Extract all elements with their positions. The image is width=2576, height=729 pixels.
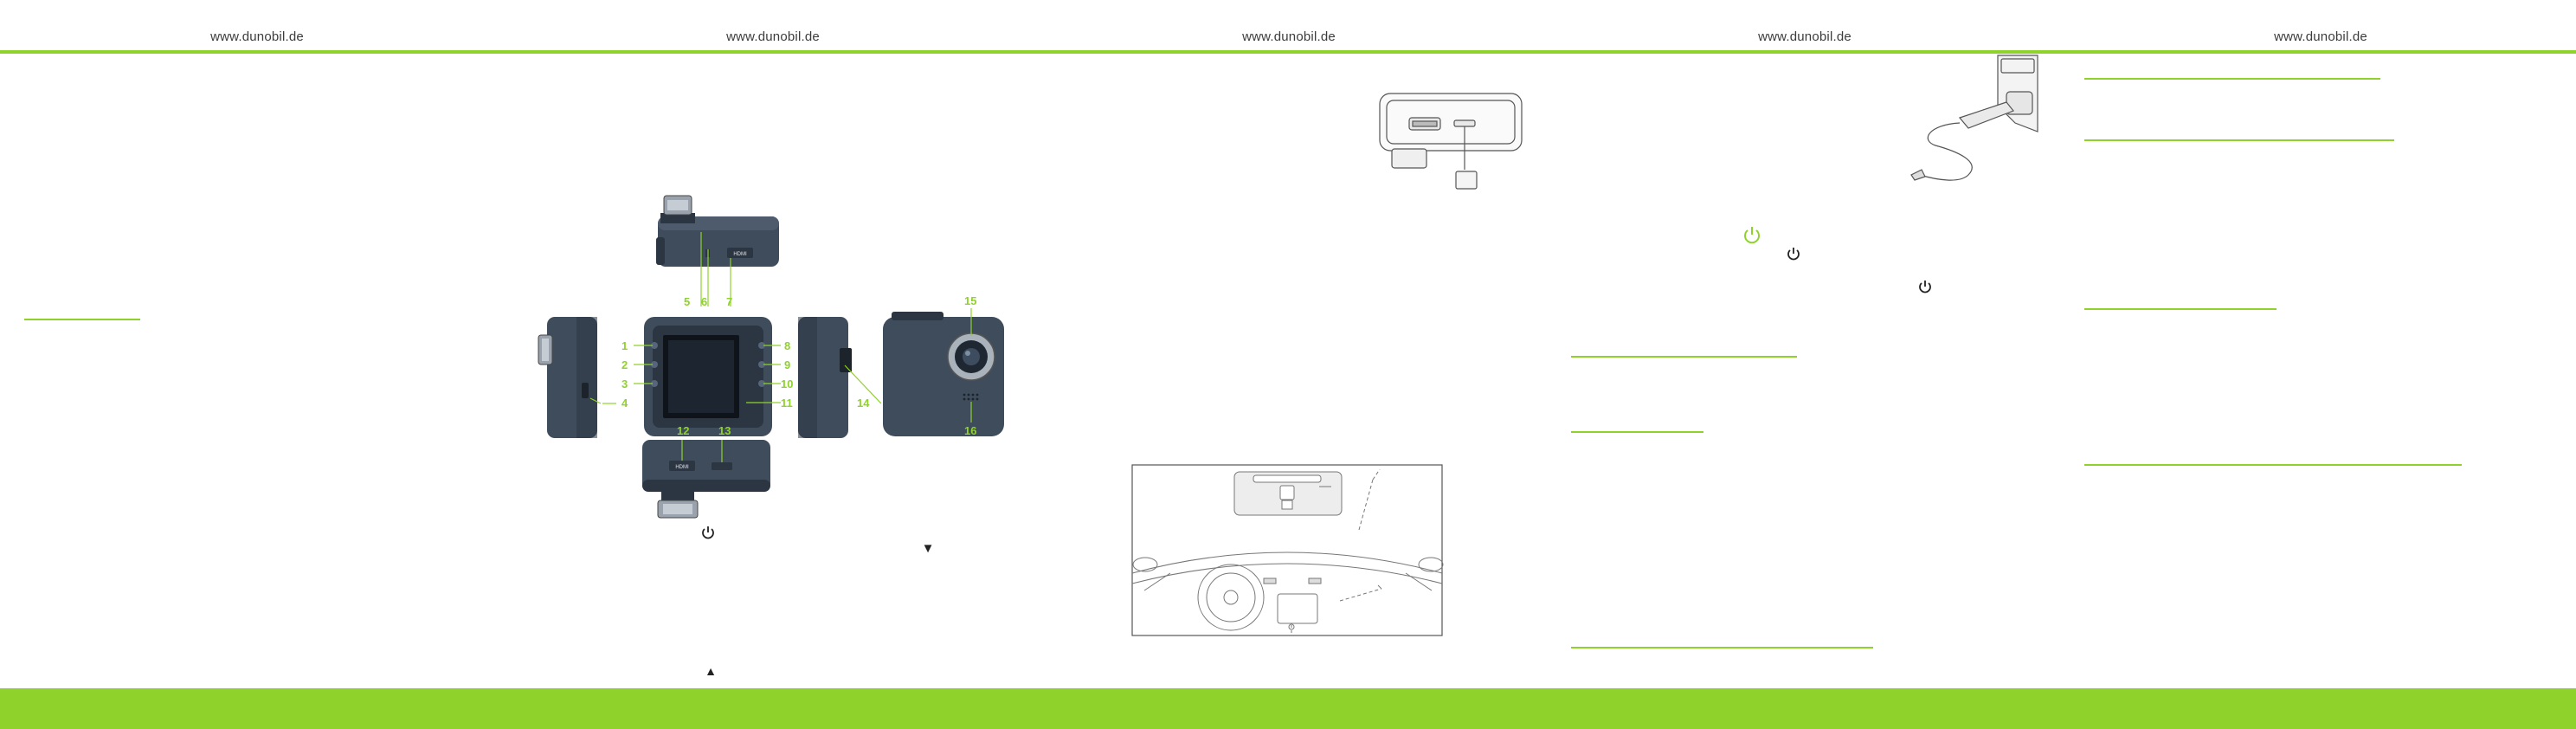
header-divider [0,50,2576,54]
header-url-5: www.dunobil.de [2274,29,2367,44]
callout-12: 12 [677,424,689,437]
callout-5: 5 [684,295,690,308]
windshield-mount-drawing [1131,464,1444,636]
hdmi-port-label: HDMI [733,252,747,257]
card-slot-drawing [1379,93,1523,190]
panel-2: HDMI 5 6 7 [516,54,1032,688]
camera-left-side-view [538,317,602,438]
callout-9: 9 [784,358,790,371]
camera-bottom-view: HDMI [642,440,770,519]
header-url-2: www.dunobil.de [726,29,820,44]
callout-3: 3 [621,377,628,390]
installation-drawings [1131,93,1523,636]
callout-4: 4 [621,397,628,410]
callout-15: 15 [964,294,976,307]
up-arrow-icon: ▲ [705,664,717,678]
callout-14: 14 [857,397,870,410]
section-underline [24,319,140,320]
down-arrow-icon: ▼ [922,541,935,556]
microsd-card-icon [1455,171,1478,190]
panel-3 [1032,54,1548,688]
callout-11: 11 [781,397,793,410]
callout-2: 2 [621,358,628,371]
camera-parts-diagram: HDMI 5 6 7 [538,195,1004,678]
callout-6: 6 [701,295,707,308]
callout-8: 8 [784,339,790,352]
camera-front-view [634,317,781,436]
panel-1 [0,54,516,688]
callout-1: 1 [621,339,628,352]
camera-top-view: HDMI [656,195,779,306]
section-underline [2084,139,2394,141]
section-underline [2084,308,2277,310]
power-icon [1787,248,1800,261]
panel-4 [1548,54,2064,688]
callout-10: 10 [781,377,793,390]
callout-16: 16 [964,424,976,437]
section-underline [2084,78,2380,80]
callout-7: 7 [726,295,732,308]
section-underline [1571,356,1797,358]
section-underline [1571,647,1873,648]
callout-13: 13 [718,424,731,437]
camera-right-side-view [798,317,882,438]
power-icon-green [1744,227,1760,244]
camera-lens-view [883,308,1004,436]
power-icon [1919,281,1931,294]
section-underline [2084,464,2462,466]
panel-4-drawings [1744,55,2038,294]
page-footer-band [0,688,2576,729]
hdmi-port-label-bottom: HDMI [675,465,689,470]
header-url-4: www.dunobil.de [1758,29,1852,44]
car-charger-icon [1910,55,2038,181]
power-icon [702,526,714,539]
header-url-1: www.dunobil.de [210,29,304,44]
header-url-3: www.dunobil.de [1242,29,1336,44]
section-underline [1571,431,1703,433]
panel-5 [2064,54,2576,688]
